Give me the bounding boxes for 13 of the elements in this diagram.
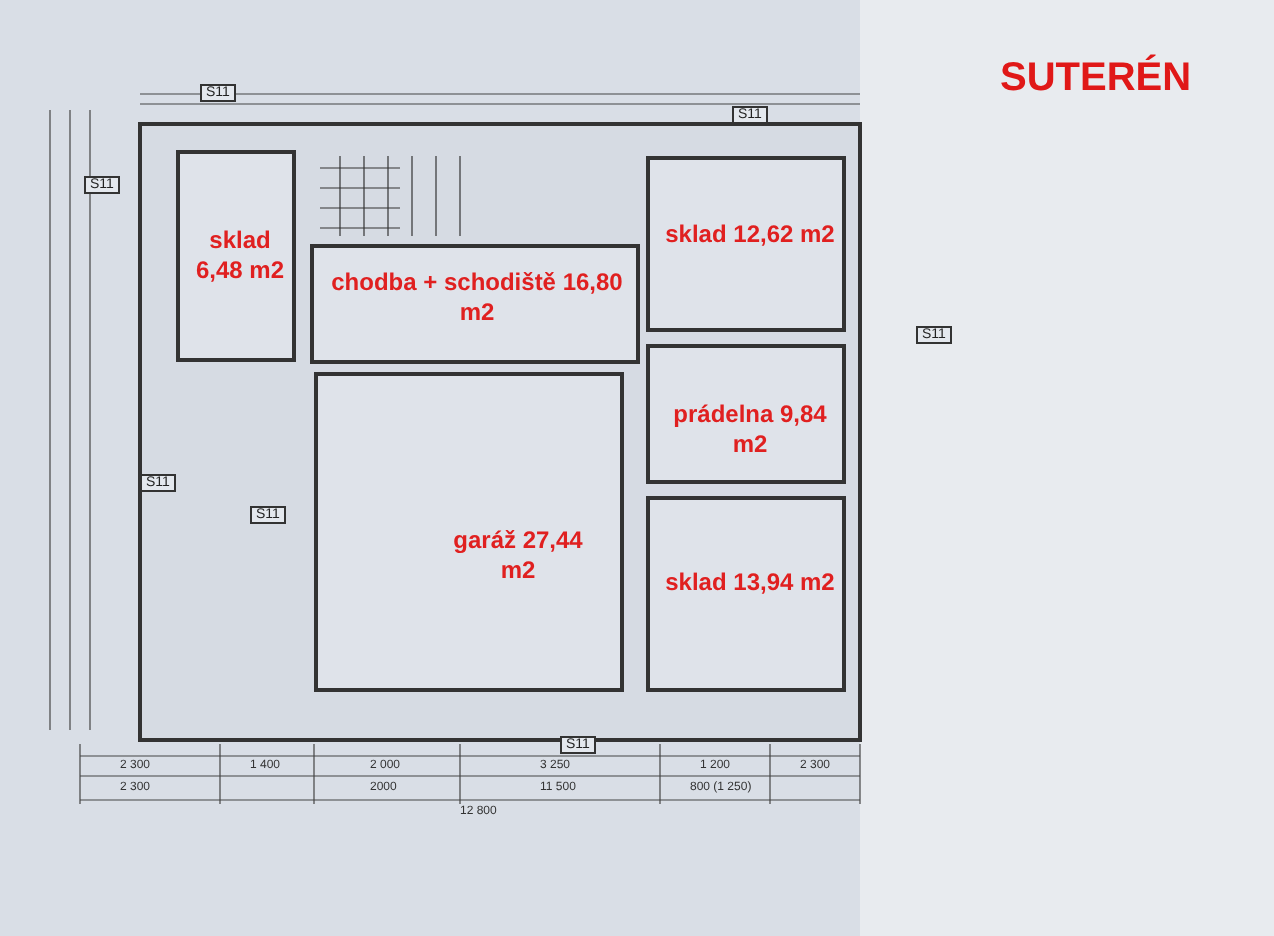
room-label: sklad 13,94 m2 bbox=[663, 568, 837, 598]
room-label: sklad 12,62 m2 bbox=[663, 220, 837, 250]
room-label: garáž 27,44 m2 bbox=[451, 526, 585, 586]
room-label: prádelna 9,84 m2 bbox=[671, 400, 829, 460]
room bbox=[646, 496, 846, 692]
room-label: sklad 6,48 m2 bbox=[193, 226, 287, 286]
room bbox=[176, 150, 296, 362]
title: SUTERÉN bbox=[1000, 56, 1192, 102]
room-label: chodba + schodiště 16,80 m2 bbox=[329, 268, 625, 328]
room bbox=[310, 244, 640, 364]
room bbox=[646, 344, 846, 484]
room bbox=[646, 156, 846, 332]
room bbox=[314, 372, 624, 692]
